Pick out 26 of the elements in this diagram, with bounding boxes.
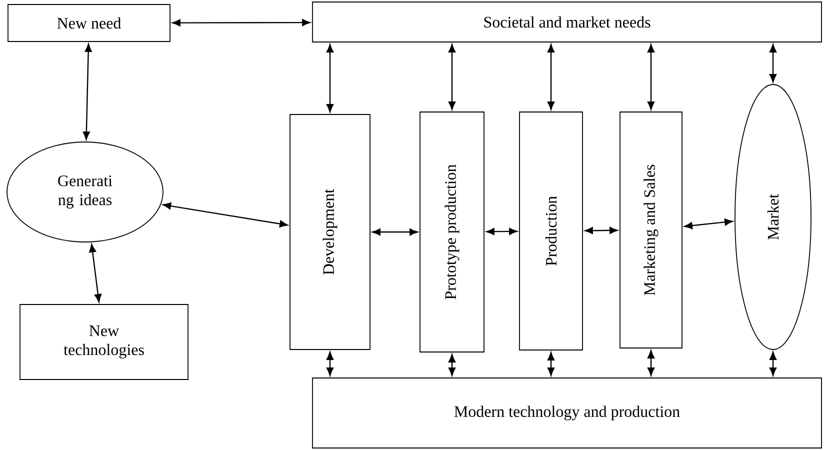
arrow [684,218,733,230]
arrow [648,44,655,110]
arrow [162,202,288,228]
arrow [372,228,418,236]
arrow [448,44,456,110]
arrow [486,228,518,236]
arrow [648,350,655,376]
arrow [548,352,555,376]
process-box: New need [8,4,170,42]
arrow [548,44,555,110]
arrow [172,19,310,26]
process-box: Development [290,114,370,350]
process-box: Modern technology and production [312,378,822,448]
process-box: Prototype production [420,112,484,352]
arrow [82,44,92,140]
process-box: Production [519,112,583,350]
arrow [770,44,777,82]
arrow [584,226,618,234]
arrow [326,44,334,112]
arrow [89,244,102,302]
arrow [326,352,334,376]
process-box: Societal and market needs [312,2,822,42]
process-box: Marketing and Sales [620,112,682,348]
arrow [448,354,456,376]
process-box: New technologies [20,304,188,380]
arrow [770,352,777,376]
